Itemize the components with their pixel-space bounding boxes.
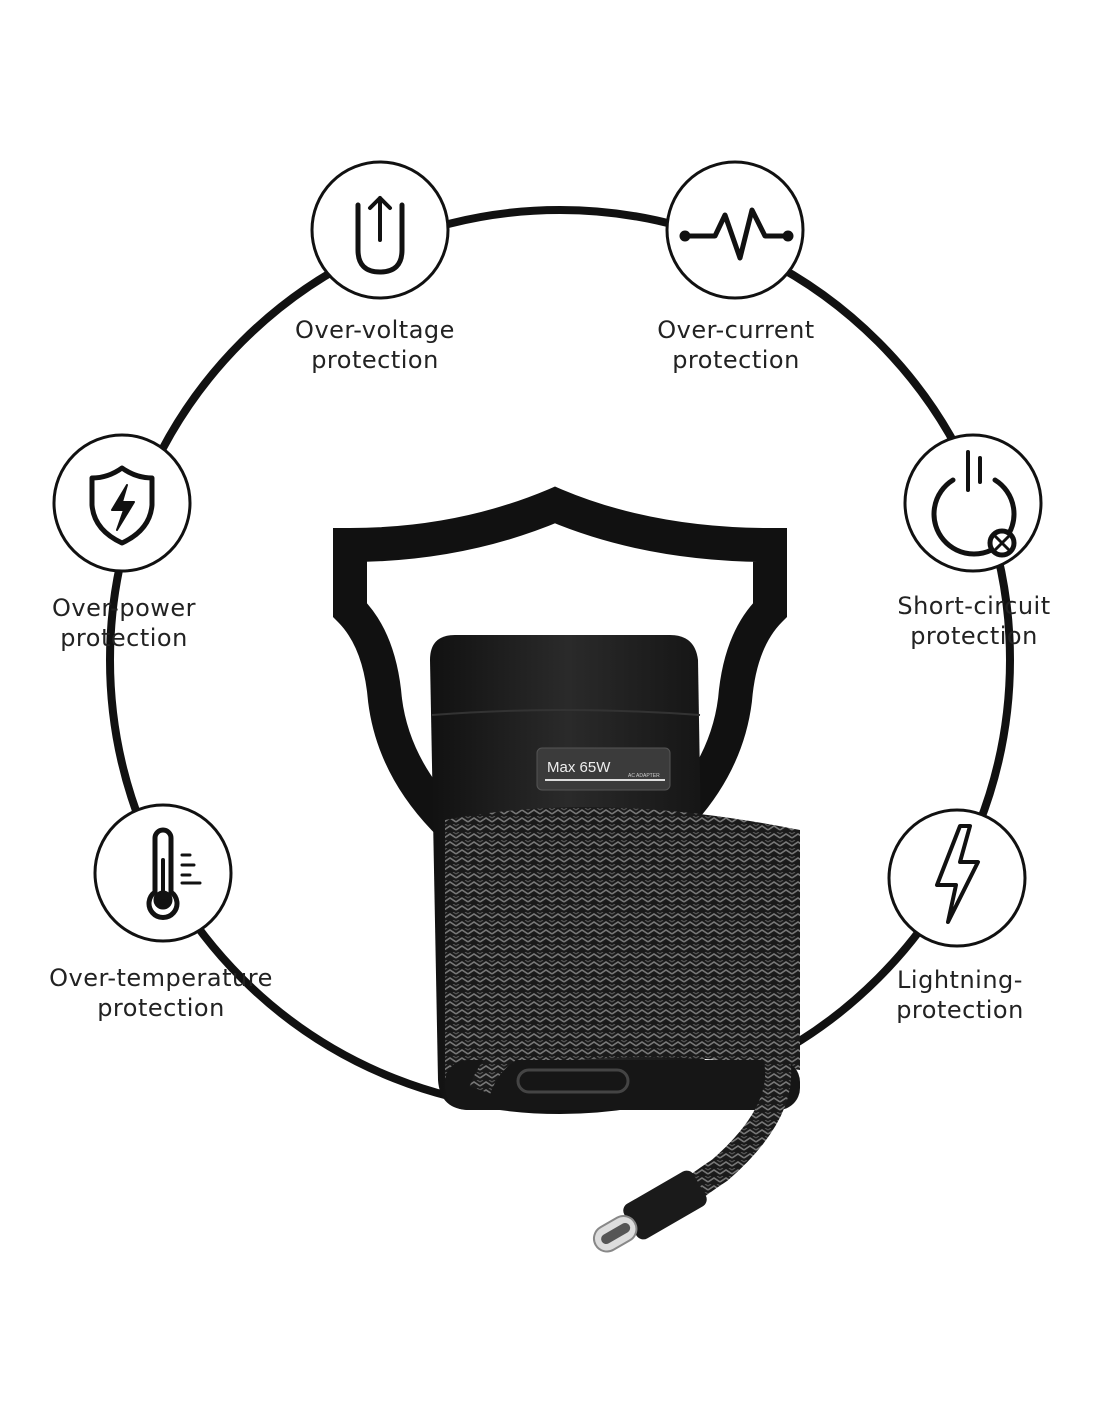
label-line: Over-current — [657, 316, 815, 344]
adapter — [430, 635, 800, 1210]
lightning-circle — [887, 808, 1027, 948]
label-line: protection — [311, 346, 439, 374]
label-line: protection — [910, 622, 1038, 650]
product-label: Max 65W — [547, 759, 611, 776]
thermometer-icon — [146, 827, 202, 920]
label-line: Lightning- — [897, 966, 1023, 994]
label-line: Over-temperature — [49, 964, 273, 992]
usb-c-connector — [592, 1170, 707, 1253]
label-line: Short-circuit — [897, 592, 1051, 620]
label-line: protection — [60, 624, 188, 652]
label-over-current: Over-current protection — [586, 315, 886, 375]
label-line: protection — [896, 996, 1024, 1024]
label-over-voltage: Over-voltage protection — [225, 315, 525, 375]
lightning-bolt-icon — [935, 824, 980, 924]
label-short-circuit: Short-circuit protection — [824, 591, 1100, 651]
label-line: protection — [97, 994, 225, 1022]
product-sublabel: AC ADAPTER — [628, 773, 660, 779]
shield-lightning-icon — [89, 465, 155, 546]
label-lightning: Lightning- protection — [810, 965, 1100, 1025]
power-off-icon — [931, 450, 1017, 558]
plug-arrow-up-icon — [355, 196, 405, 275]
over-current-circle — [665, 160, 805, 300]
label-line: Over-power — [51, 594, 197, 622]
label-over-power: Over-power protection — [0, 593, 274, 653]
pulse-wave-icon — [679, 207, 794, 261]
label-line: protection — [672, 346, 800, 374]
label-over-temperature: Over-temperature protection — [11, 963, 311, 1023]
label-line: Over-voltage — [295, 316, 455, 344]
short-circuit-circle — [903, 433, 1043, 573]
